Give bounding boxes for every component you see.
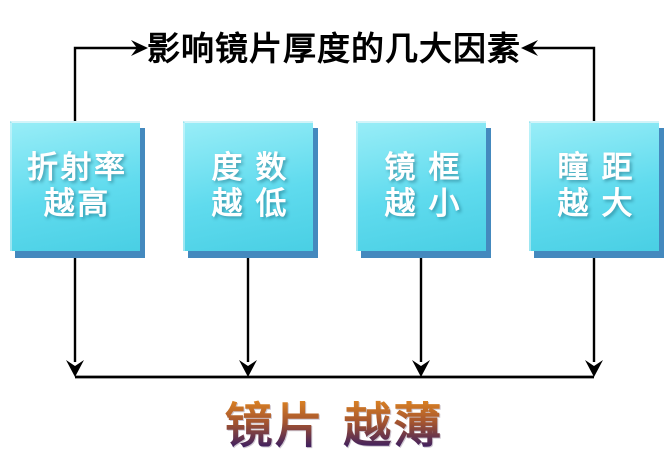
factor-box-frame-size: 镜框 越小: [356, 121, 486, 251]
factor-line: 镜框: [384, 150, 473, 187]
factor-box-pupillary-distance: 瞳距 越大: [529, 121, 659, 251]
factor-box-refractive-index: 折射率 越高: [10, 121, 140, 251]
factor-line: 折射率: [27, 150, 128, 187]
factor-line: 越低: [211, 186, 300, 222]
arrow-left-icon: [521, 40, 538, 56]
arrow-right-icon: [131, 40, 148, 56]
connector-right-elbow: [530, 46, 596, 121]
factor-line: 越大: [557, 186, 646, 222]
arrow-down-icon: [66, 360, 84, 377]
factor-box-prescription-power: 度数 越低: [183, 121, 313, 251]
factor-line: 度数: [211, 150, 300, 187]
connector-left-elbow: [73, 46, 139, 121]
arrow-down-icon: [412, 360, 430, 377]
factor-line: 越小: [384, 186, 473, 222]
factor-line: 越高: [43, 186, 111, 222]
factor-line: 瞳距: [557, 150, 646, 187]
diagram-title: 影响镜片厚度的几大因素: [147, 29, 521, 68]
arrow-down-icon: [239, 360, 257, 377]
arrow-down-icon: [585, 360, 603, 377]
result-text: 镜片 越薄: [0, 386, 668, 456]
